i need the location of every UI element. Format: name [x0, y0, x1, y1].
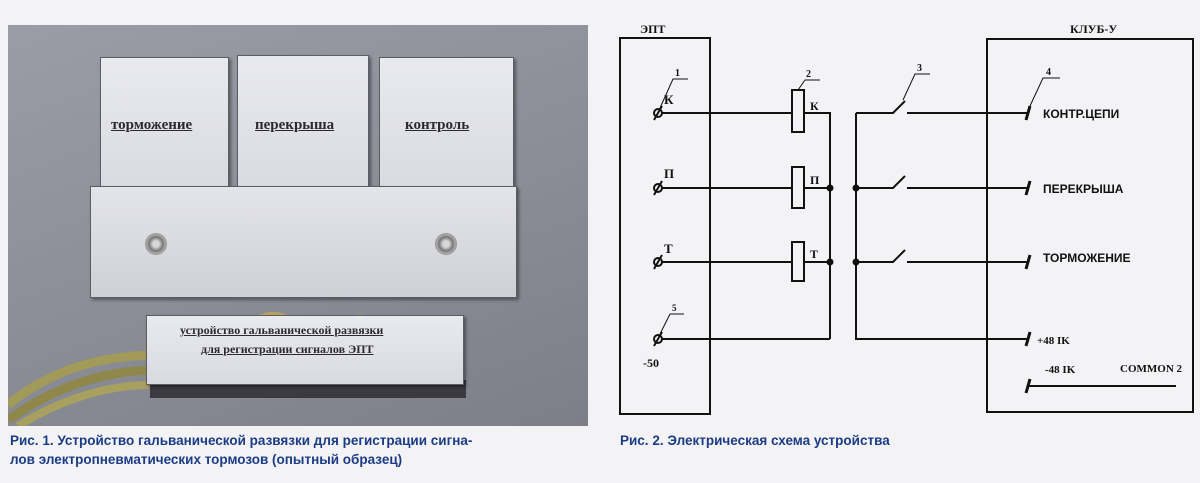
module-braking — [100, 57, 229, 194]
callout-5: 5 — [672, 303, 677, 313]
block-label-ept: ЭПТ — [640, 22, 665, 36]
output-label-control-circuit: КОНТР.ЦЕПИ — [1043, 107, 1119, 121]
callout-2: 2 — [806, 69, 811, 80]
output-label-overlap: ПЕРЕКРЫША — [1043, 182, 1124, 196]
klub-block — [986, 38, 1194, 413]
ept-block — [619, 37, 711, 415]
label-overlap: перекрыша — [255, 117, 335, 133]
module-overlap — [237, 55, 369, 194]
figure1-caption-line1: Рис. 1. Устройство гальванической развяз… — [10, 433, 473, 448]
callout-4: 4 — [1046, 67, 1051, 78]
isolation-unit — [146, 315, 464, 385]
relay-label-k: К — [810, 99, 819, 113]
figure2-caption: Рис. 2. Электрическая схема устройства — [620, 433, 890, 448]
output-terminals — [1024, 105, 1032, 394]
unit-label-line1: устройство гальванической развязки — [180, 323, 384, 337]
output-label-plus48: +48 IK — [1037, 335, 1070, 347]
unit-label-line2: для регистрации сигналов ЭПТ — [201, 342, 374, 356]
output-label-minus48: -48 IK — [1045, 364, 1076, 376]
output-label-braking: ТОРМОЖЕНИЕ — [1043, 251, 1131, 265]
relay-label-p: П — [810, 173, 820, 187]
callout-3: 3 — [917, 63, 922, 74]
relay-label-t: Т — [810, 247, 818, 261]
label-control: контроль — [405, 117, 470, 133]
input-terminals — [653, 105, 663, 347]
cables — [8, 312, 386, 426]
relay-t — [791, 241, 805, 282]
output-label-common2: COMMON 2 — [1120, 363, 1183, 375]
screw-right — [435, 233, 457, 255]
figure1-caption-line2: лов электропневматических тормозов (опыт… — [10, 452, 403, 467]
relay-p — [791, 166, 805, 209]
label-braking: торможение — [111, 117, 193, 133]
relay-contacts — [856, 100, 1176, 387]
input-label-t: Т — [664, 241, 673, 256]
screw-left — [145, 233, 167, 255]
input-label-minus50: -50 — [643, 356, 659, 370]
relay-k — [791, 89, 805, 133]
block-label-klub: КЛУБ-У — [1070, 22, 1117, 36]
figure1-caption: Рис. 1. Устройство гальванической развяз… — [10, 431, 472, 469]
callout-1: 1 — [675, 68, 680, 79]
input-label-p: П — [664, 166, 674, 181]
device-photo: торможение перекрыша контроль устройство… — [8, 25, 588, 426]
module-control — [379, 57, 514, 194]
input-label-k: К — [664, 92, 674, 107]
callout-leaders — [659, 73, 1060, 335]
